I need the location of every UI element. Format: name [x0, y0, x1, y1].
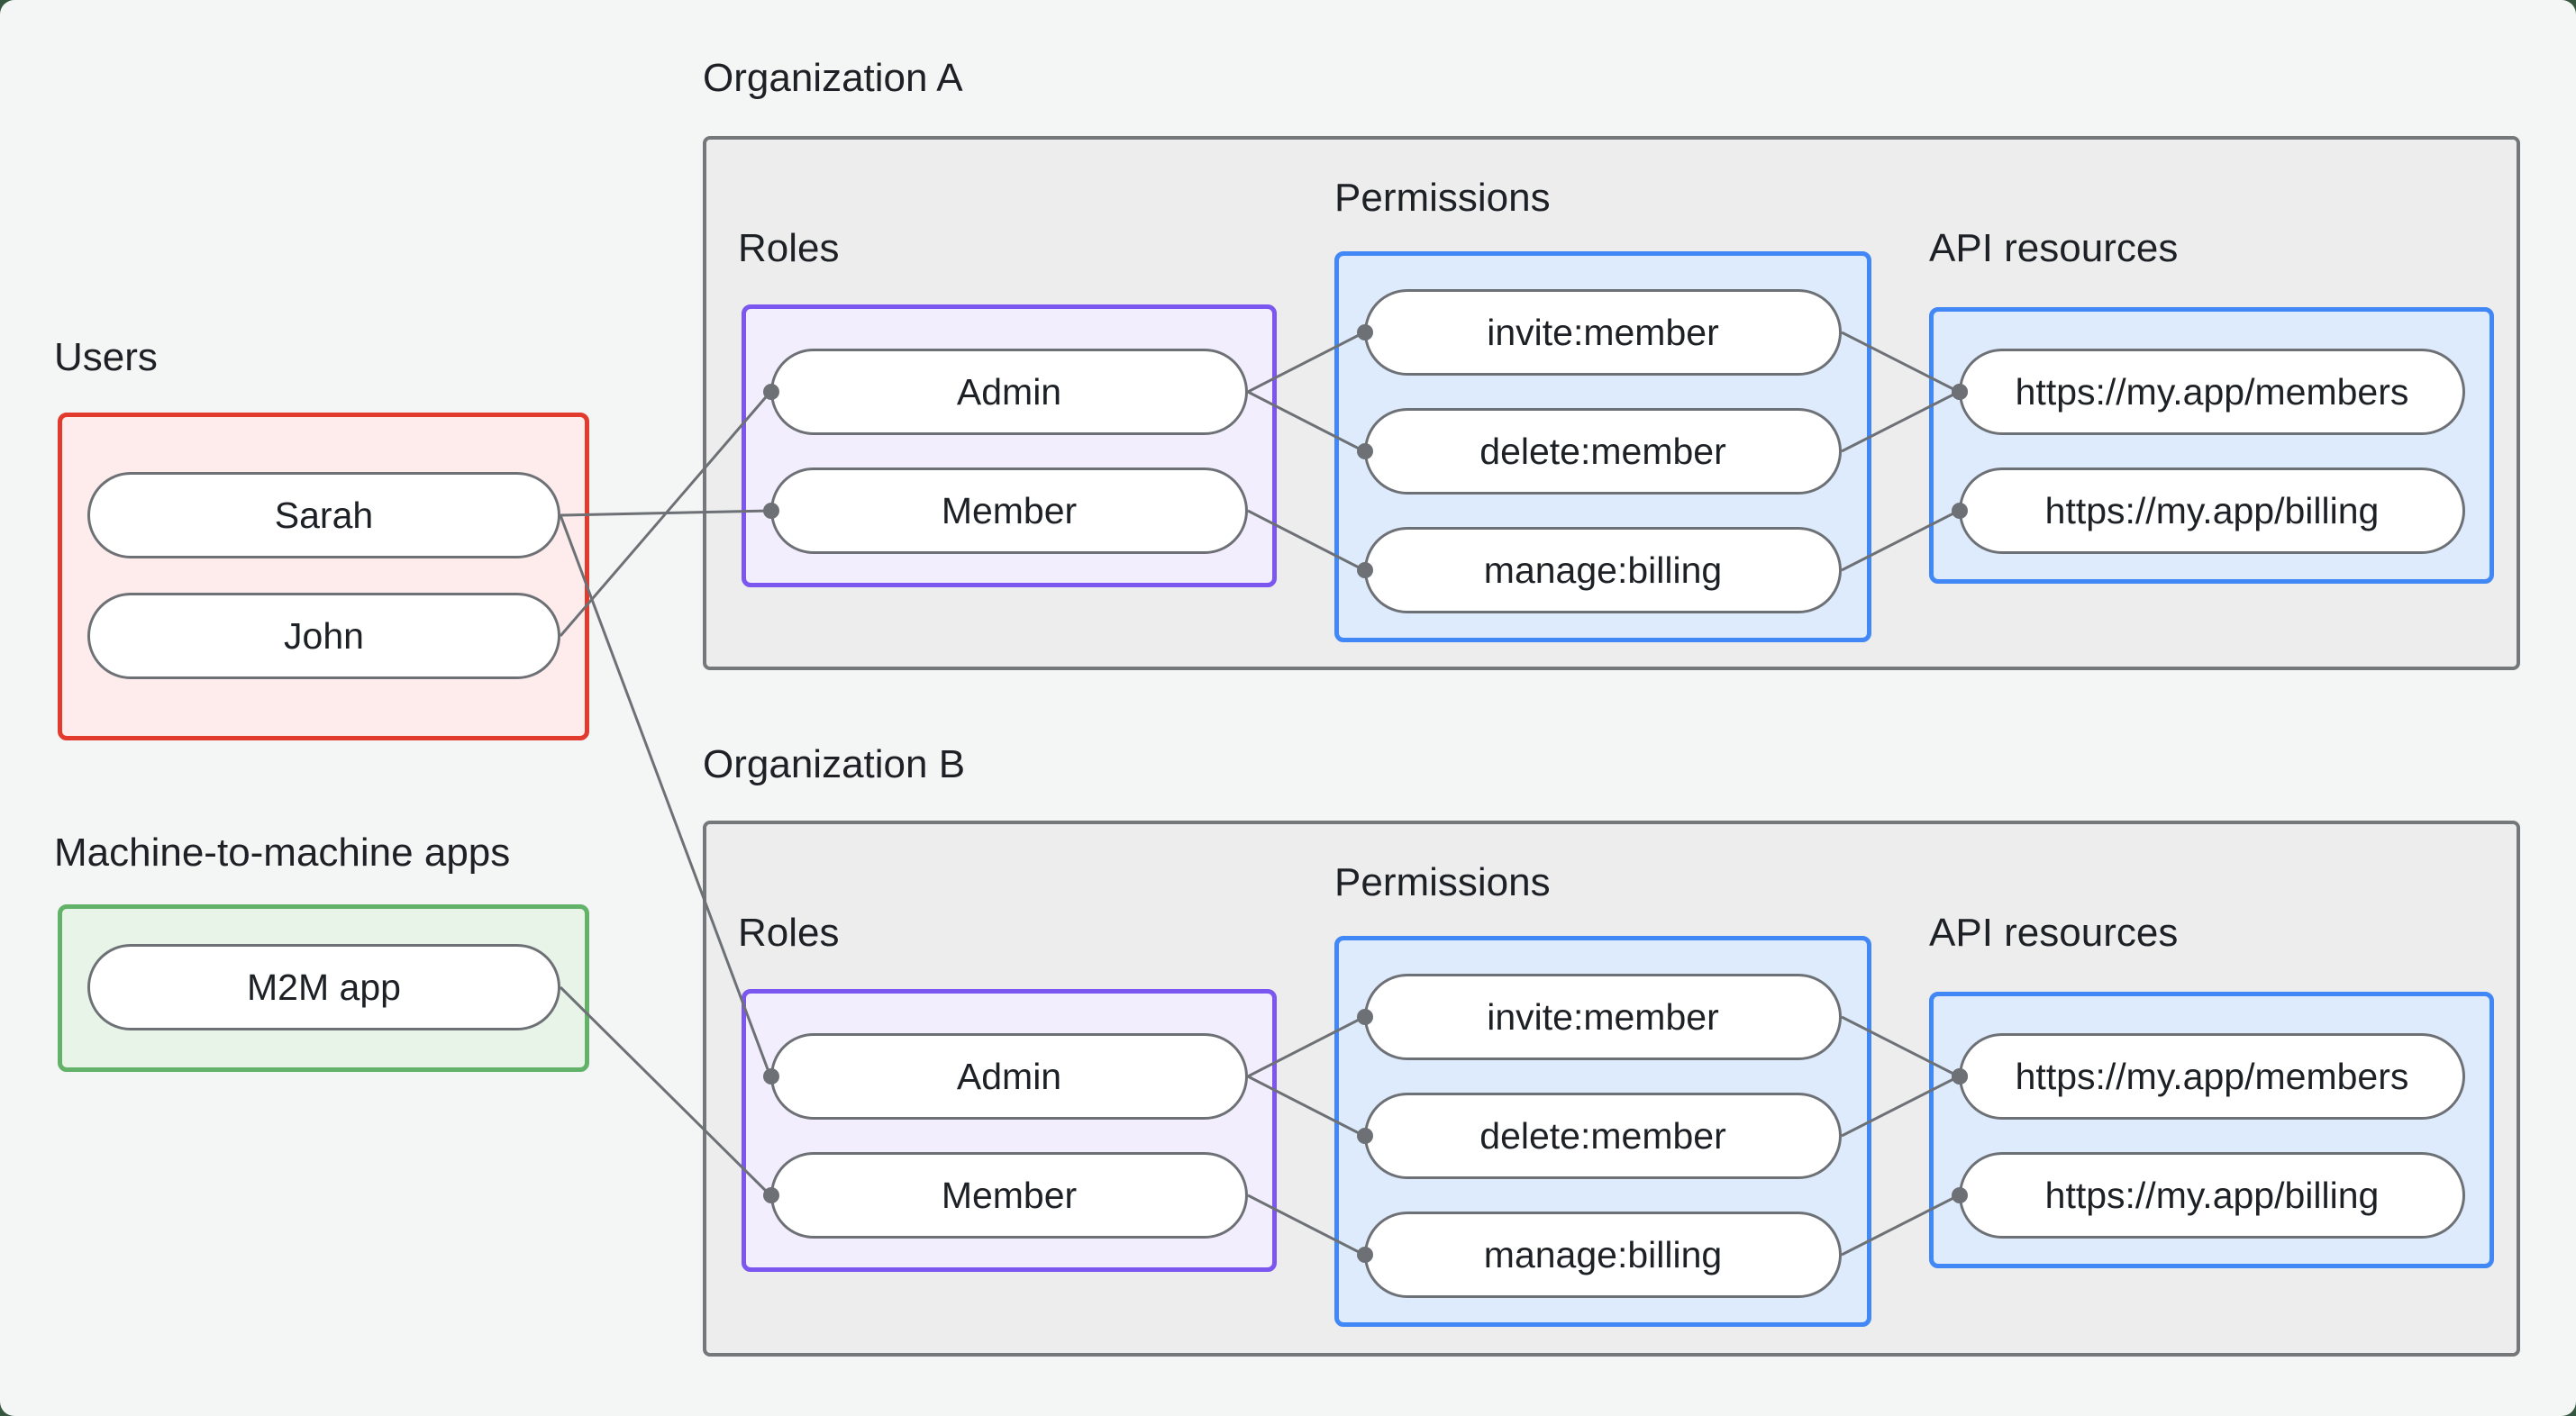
permission-node-label: manage:billing: [1483, 1233, 1723, 1275]
user-node-sarah: Sarah: [87, 472, 560, 558]
org-a-permission-invite-member: invite:member: [1364, 289, 1842, 376]
org-b-role-member: Member: [770, 1152, 1248, 1239]
org-b-roles-label: Roles: [738, 911, 840, 955]
m2m-node-label: M2M app: [247, 966, 401, 1008]
org-b-permissions-label: Permissions: [1334, 860, 1551, 904]
api-node-label: https://my.app/billing: [2044, 1174, 2380, 1216]
org-a-roles-label: Roles: [738, 226, 840, 270]
org-b-permission-invite-member: invite:member: [1364, 974, 1842, 1060]
org-b-api-billing: https://my.app/billing: [1959, 1152, 2465, 1239]
permission-node-label: delete:member: [1479, 430, 1726, 472]
user-node-label: Sarah: [274, 494, 374, 536]
role-node-label: Admin: [956, 370, 1062, 413]
org-a-api-label: API resources: [1929, 226, 2179, 270]
org-a-api-members: https://my.app/members: [1959, 349, 2465, 435]
org-a-role-member: Member: [770, 467, 1248, 554]
api-node-label: https://my.app/members: [2015, 370, 2409, 413]
m2m-group-box: M2M app: [58, 904, 589, 1072]
role-node-label: Member: [941, 489, 1078, 531]
org-a-permission-manage-billing: manage:billing: [1364, 527, 1842, 613]
org-b-container: Roles Admin Member Permissions invite:me…: [703, 821, 2520, 1357]
users-group-label: Users: [54, 335, 158, 379]
user-node-john: John: [87, 593, 560, 679]
org-b-role-admin: Admin: [770, 1033, 1248, 1120]
permission-node-label: delete:member: [1479, 1114, 1726, 1157]
org-b-api-label: API resources: [1929, 911, 2179, 955]
api-node-label: https://my.app/billing: [2044, 489, 2380, 531]
org-a-permissions-label: Permissions: [1334, 176, 1551, 220]
permission-node-label: invite:member: [1487, 311, 1719, 353]
api-node-label: https://my.app/members: [2015, 1055, 2409, 1097]
org-b-permission-delete-member: delete:member: [1364, 1093, 1842, 1179]
users-group-box: Sarah John: [58, 413, 589, 740]
org-a-container: Roles Admin Member Permissions invite:me…: [703, 136, 2520, 670]
m2m-node-app: M2M app: [87, 944, 560, 1030]
org-b-title: Organization B: [703, 742, 966, 786]
org-a-api-billing: https://my.app/billing: [1959, 467, 2465, 554]
org-a-role-admin: Admin: [770, 349, 1248, 435]
org-b-permission-manage-billing: manage:billing: [1364, 1212, 1842, 1298]
org-a-permission-delete-member: delete:member: [1364, 408, 1842, 495]
org-b-api-members: https://my.app/members: [1959, 1033, 2465, 1120]
role-node-label: Member: [941, 1174, 1078, 1216]
m2m-group-label: Machine-to-machine apps: [54, 831, 511, 875]
permission-node-label: invite:member: [1487, 995, 1719, 1038]
org-a-title: Organization A: [703, 56, 963, 100]
role-node-label: Admin: [956, 1055, 1062, 1097]
user-node-label: John: [284, 614, 364, 657]
permission-node-label: manage:billing: [1483, 549, 1723, 591]
